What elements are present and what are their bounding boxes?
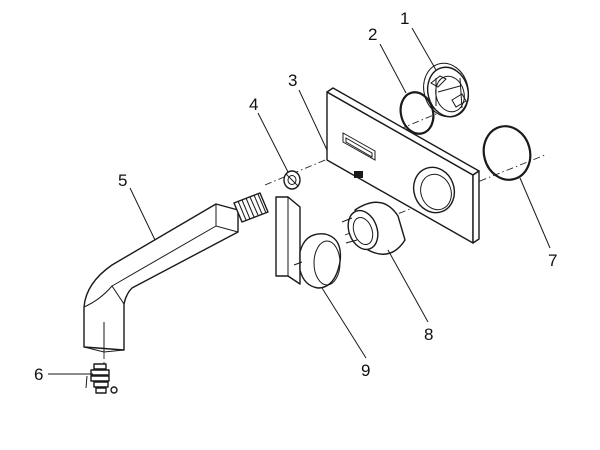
part-o-ring-small [399,91,435,135]
leader-7 [519,177,551,249]
callout-labels: 1 2 3 4 5 6 7 8 9 [34,9,557,384]
callout-1: 1 [400,9,409,28]
leader-2 [379,43,407,94]
leader-3 [298,89,328,151]
leader-8 [387,249,429,323]
callout-4: 4 [249,95,258,114]
part-retaining-nut [283,170,301,190]
callout-5: 5 [118,171,127,190]
part-aerator-set [85,363,118,394]
leader-1 [411,27,437,71]
part-spout [83,192,269,353]
part-mixer-sleeve [341,201,406,255]
leader-9 [321,287,367,359]
leader-lines [48,27,551,375]
plate-logo-mark [354,171,363,178]
leader-5 [129,187,156,241]
leader-4 [257,112,289,173]
part-lever-handle [275,195,342,289]
spout-threaded-connector [233,192,269,223]
callout-8: 8 [424,325,433,344]
callout-3: 3 [288,71,297,90]
plate-slot [342,132,376,161]
callout-7: 7 [548,251,557,270]
callout-9: 9 [361,361,370,380]
part-o-ring-large [482,125,532,181]
part-cartridge [423,62,470,118]
callout-6: 6 [34,365,43,384]
part-cover-plate [326,87,480,244]
callout-2: 2 [368,25,377,44]
